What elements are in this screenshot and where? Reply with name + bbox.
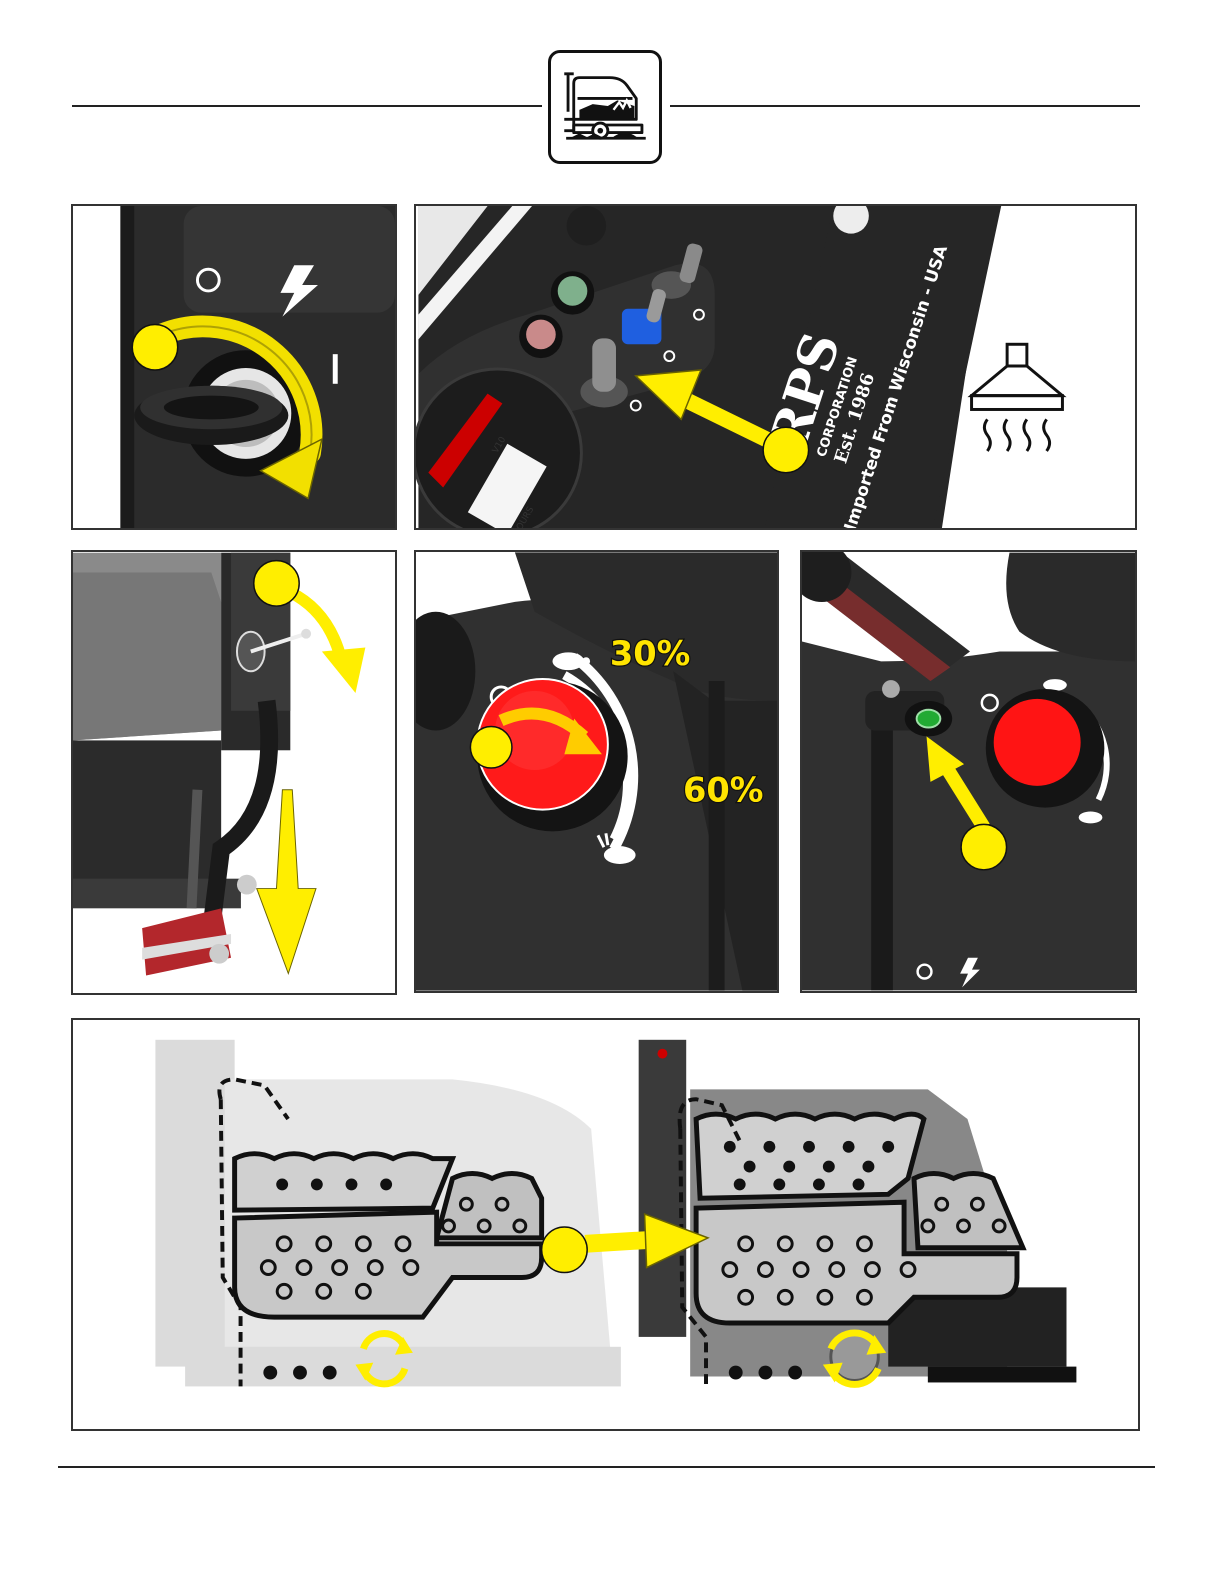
panel-speed-knob: 30% 60%	[414, 550, 779, 993]
rabbit-icon	[1079, 812, 1103, 824]
on-mark	[333, 354, 338, 384]
footer-rule	[58, 1466, 1155, 1468]
panel-control-panel: HOURS V10 RPS CORPORATION Est.	[414, 204, 1137, 530]
yellow-callout-dot	[542, 1227, 588, 1273]
key-knob[interactable]	[134, 386, 288, 445]
yellow-callout-dot	[763, 427, 808, 472]
recovery-tank-left-shape	[235, 1154, 453, 1210]
panel-squeegee	[71, 550, 397, 995]
brush-rotation-icon	[823, 1333, 886, 1384]
header-rule-right	[670, 105, 1140, 107]
panel-tanks	[71, 1018, 1140, 1431]
header-rule-left	[72, 105, 542, 107]
high-speed-label: 60%	[683, 771, 763, 810]
panel-key-switch	[71, 204, 397, 530]
panel-green-button	[800, 550, 1137, 993]
curved-down-arrow-icon	[290, 592, 365, 693]
yellow-callout-dot	[254, 561, 299, 606]
green-start-button[interactable]	[905, 701, 952, 737]
arrow-between-machines	[585, 1214, 708, 1267]
yellow-callout-dot	[470, 726, 512, 768]
recovery-tank-left-right	[437, 1173, 542, 1237]
yellow-callout-dot	[132, 325, 177, 370]
speed-knob[interactable]	[994, 699, 1081, 786]
recovery-tank-right-side	[914, 1173, 1023, 1247]
yellow-callout-dot	[961, 824, 1006, 869]
green-button[interactable]	[551, 271, 594, 314]
vacuum-hood-icon	[972, 344, 1063, 451]
low-speed-label: 30%	[610, 634, 690, 673]
red-button[interactable]	[519, 315, 562, 358]
floor-scrubber-icon	[548, 50, 662, 164]
down-arrow-icon	[257, 790, 316, 974]
recovery-tank-right	[696, 1114, 924, 1198]
